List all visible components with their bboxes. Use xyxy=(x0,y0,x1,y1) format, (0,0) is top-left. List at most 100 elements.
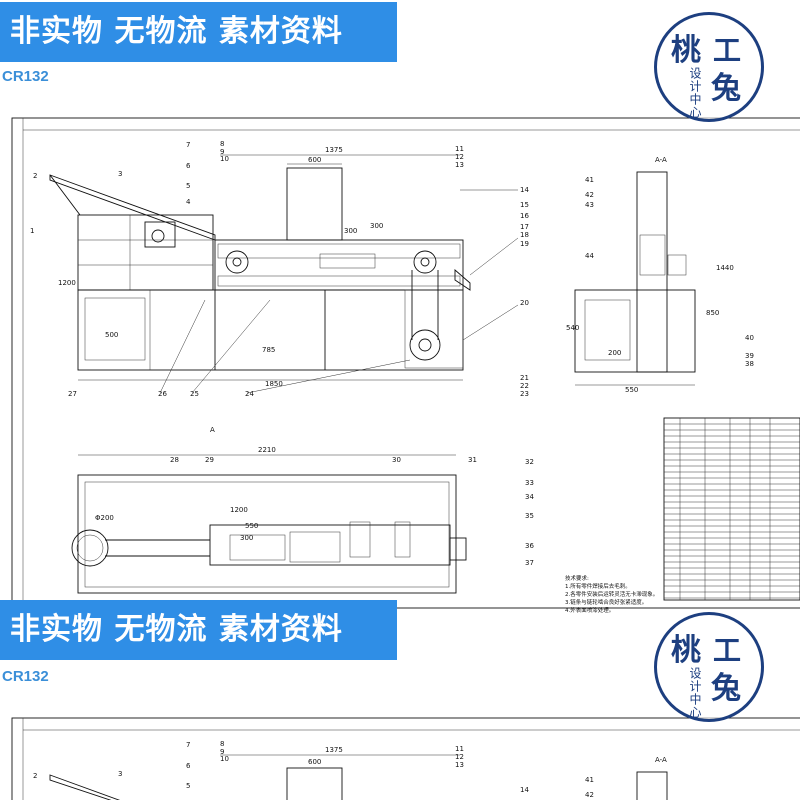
svg-text:34: 34 xyxy=(525,493,534,501)
svg-text:300: 300 xyxy=(370,222,383,230)
svg-text:1200: 1200 xyxy=(58,279,76,287)
logo-subtitle: 设计中心 xyxy=(688,667,702,719)
plan-view: A 2210 1200 550 300 28 29 30 31 32 33 34… xyxy=(71,426,534,594)
note-line: 4.外表面喷漆处理。 xyxy=(565,608,615,614)
product-code: CR132 xyxy=(2,68,49,85)
svg-text:14: 14 xyxy=(520,186,529,194)
watermark-banner: 非实物 无物流 素材资料 xyxy=(0,2,397,62)
svg-text:6: 6 xyxy=(186,162,191,170)
watermark-banner-2: 非实物 无物流 素材资料 xyxy=(0,600,397,660)
svg-text:19: 19 xyxy=(520,240,529,248)
svg-text:17: 17 xyxy=(520,223,529,231)
svg-text:28: 28 xyxy=(170,456,179,464)
svg-text:27: 27 xyxy=(68,390,77,398)
svg-text:300: 300 xyxy=(344,227,357,235)
svg-text:31: 31 xyxy=(468,456,477,464)
side-view: A-A 550 540 1440 850 200 41 42 43 44 40 … xyxy=(566,156,754,394)
svg-text:A-A: A-A xyxy=(655,156,667,164)
svg-text:25: 25 xyxy=(190,390,199,398)
svg-text:21: 21 xyxy=(520,374,529,382)
svg-text:8: 8 xyxy=(220,740,224,748)
svg-text:600: 600 xyxy=(308,758,321,766)
logo-char-1: 桃 xyxy=(671,633,701,668)
svg-text:850: 850 xyxy=(706,309,719,317)
svg-text:4: 4 xyxy=(186,198,191,206)
svg-text:1850: 1850 xyxy=(265,380,283,388)
svg-text:A-A: A-A xyxy=(655,756,667,764)
svg-text:3: 3 xyxy=(118,770,122,778)
svg-text:7: 7 xyxy=(186,141,190,149)
svg-text:35: 35 xyxy=(525,512,534,520)
svg-text:550: 550 xyxy=(245,522,258,530)
svg-text:1375: 1375 xyxy=(325,146,343,154)
svg-text:1200: 1200 xyxy=(230,506,248,514)
note-line: 3.链条与链轮啮合良好张紧适度。 xyxy=(565,600,648,606)
svg-text:8: 8 xyxy=(220,140,224,148)
svg-text:200: 200 xyxy=(608,349,621,357)
svg-text:11: 11 xyxy=(455,145,464,153)
svg-text:10: 10 xyxy=(220,155,229,163)
notes-title: 技术要求: xyxy=(565,576,589,582)
svg-text:500: 500 xyxy=(105,331,118,339)
svg-text:540: 540 xyxy=(566,324,579,332)
logo-char-2: 工 xyxy=(713,634,742,667)
svg-text:42: 42 xyxy=(585,791,594,799)
svg-text:3: 3 xyxy=(118,170,122,178)
svg-text:1: 1 xyxy=(30,227,34,235)
svg-text:9: 9 xyxy=(220,748,224,756)
svg-text:10: 10 xyxy=(220,755,229,763)
svg-text:2: 2 xyxy=(33,172,37,180)
svg-text:9: 9 xyxy=(220,148,224,156)
parts-list-table xyxy=(663,417,800,601)
note-line: 1.所有零件焊接后去毛刺。 xyxy=(565,584,631,590)
logo-char-1: 桃 xyxy=(671,33,701,68)
svg-text:41: 41 xyxy=(585,776,594,784)
svg-text:36: 36 xyxy=(525,542,534,550)
svg-text:32: 32 xyxy=(525,458,534,466)
svg-text:39: 39 xyxy=(745,352,754,360)
brand-logo: 桃 工 兔 设计中心 xyxy=(654,12,764,122)
svg-text:785: 785 xyxy=(262,346,275,354)
svg-text:300: 300 xyxy=(240,534,253,542)
svg-text:29: 29 xyxy=(205,456,214,464)
svg-text:7: 7 xyxy=(186,741,190,749)
logo-char-2: 工 xyxy=(713,34,742,67)
svg-text:18: 18 xyxy=(520,231,529,239)
svg-text:12: 12 xyxy=(455,753,464,761)
svg-text:33: 33 xyxy=(525,479,534,487)
svg-text:A: A xyxy=(210,426,215,434)
logo-subtitle: 设计中心 xyxy=(688,67,702,119)
svg-text:38: 38 xyxy=(745,360,754,368)
svg-text:40: 40 xyxy=(745,334,754,342)
svg-text:44: 44 xyxy=(585,252,594,260)
svg-text:41: 41 xyxy=(585,176,594,184)
svg-text:42: 42 xyxy=(585,191,594,199)
svg-text:2210: 2210 xyxy=(258,446,276,454)
svg-text:22: 22 xyxy=(520,382,529,390)
svg-text:16: 16 xyxy=(520,212,529,220)
sheet-border xyxy=(11,117,800,609)
note-line: 2.各零件安装后运转灵活无卡滞现象。 xyxy=(565,592,659,598)
svg-text:13: 13 xyxy=(455,161,464,169)
brand-logo-2: 桃 工 兔 设计中心 xyxy=(654,612,764,722)
logo-char-3: 兔 xyxy=(711,671,741,706)
logo-char-3: 兔 xyxy=(711,71,741,106)
svg-text:1375: 1375 xyxy=(325,746,343,754)
svg-text:1440: 1440 xyxy=(716,264,734,272)
svg-text:24: 24 xyxy=(245,390,254,398)
svg-text:600: 600 xyxy=(308,156,321,164)
product-code-2: CR132 xyxy=(2,668,49,685)
svg-text:14: 14 xyxy=(520,786,529,794)
svg-text:15: 15 xyxy=(520,201,529,209)
svg-text:43: 43 xyxy=(585,201,594,209)
svg-text:2: 2 xyxy=(33,772,37,780)
svg-text:Φ200: Φ200 xyxy=(95,514,114,522)
front-view: 1375 600 1850 785 500 1200 300 300 2 1 3… xyxy=(30,140,529,398)
svg-text:12: 12 xyxy=(455,153,464,161)
svg-text:5: 5 xyxy=(186,782,190,790)
svg-text:5: 5 xyxy=(186,182,190,190)
svg-text:23: 23 xyxy=(520,390,529,398)
svg-text:550: 550 xyxy=(625,386,638,394)
